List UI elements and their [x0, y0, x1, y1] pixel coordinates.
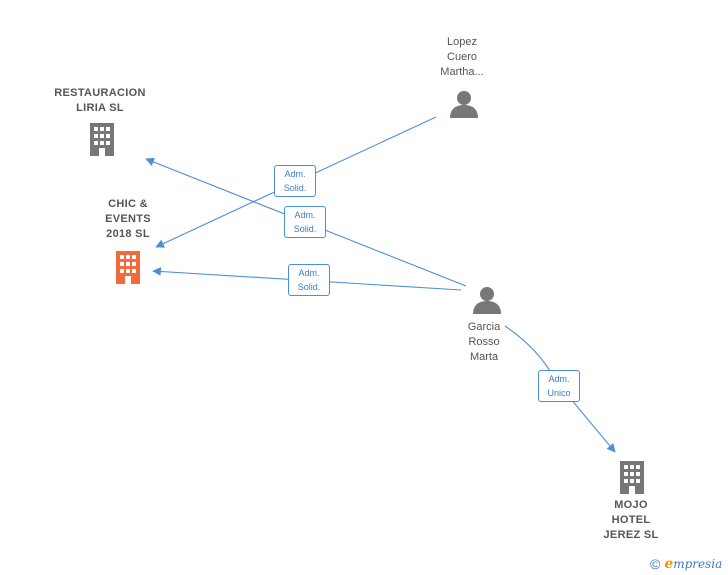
edge-label-line: Solid.: [283, 183, 307, 193]
edge-label-line: Adm.: [294, 210, 316, 220]
edge-label-line: Solid.: [297, 282, 321, 292]
company-name-line: CHIC &: [108, 198, 148, 210]
edge-label-line: Adm.: [298, 268, 320, 278]
company-name-line: EVENTS: [105, 213, 151, 225]
person-name-line: Lopez: [447, 36, 477, 48]
company-label-chic[interactable]: CHIC & EVENTS 2018 SL: [68, 197, 188, 242]
company-name-line: LIRIA SL: [76, 102, 124, 114]
edge-label-garcia-mojo[interactable]: Adm. Unico: [538, 370, 580, 402]
person-name-line: Cuero: [447, 51, 477, 63]
person-name-line: Rosso: [468, 336, 500, 348]
edge-label-lopez-chic[interactable]: Adm. Solid.: [274, 165, 316, 197]
edge-label-line: Unico: [547, 388, 571, 398]
building-icon-focus[interactable]: [112, 250, 144, 284]
edge-label-line: Adm.: [284, 169, 306, 179]
edge-label-garcia-restauracion[interactable]: Adm. Solid.: [284, 206, 326, 238]
building-icon[interactable]: [86, 122, 118, 156]
building-icon[interactable]: [616, 460, 648, 494]
person-label-garcia[interactable]: Garcia Rosso Marta: [424, 320, 544, 365]
person-name-line: Garcia: [467, 321, 501, 333]
person-label-lopez[interactable]: Lopez Cuero Martha...: [402, 35, 522, 80]
copyright-icon: ©: [650, 556, 661, 572]
person-name-line: Marta: [469, 351, 499, 363]
edge-label-line: Adm.: [548, 374, 570, 384]
company-name-line: 2018 SL: [106, 228, 150, 240]
company-name-line: JEREZ SL: [603, 529, 659, 541]
person-icon[interactable]: [472, 285, 502, 315]
company-name-line: HOTEL: [611, 514, 651, 526]
edge-label-line: Solid.: [293, 224, 317, 234]
brand-rest: mpresia: [673, 557, 723, 571]
company-label-mojo[interactable]: MOJO HOTEL JEREZ SL: [571, 498, 691, 543]
brand-initial: e: [664, 556, 674, 572]
brand-logo[interactable]: empresia: [664, 556, 722, 572]
brand-footer: © empresia: [650, 555, 722, 573]
company-name-line: RESTAURACION: [54, 87, 146, 99]
person-icon[interactable]: [449, 89, 479, 119]
edge-label-garcia-chic[interactable]: Adm. Solid.: [288, 264, 330, 296]
company-label-restauracion[interactable]: RESTAURACION LIRIA SL: [40, 86, 160, 116]
person-name-line: Martha...: [440, 66, 484, 78]
company-name-line: MOJO: [614, 499, 648, 511]
